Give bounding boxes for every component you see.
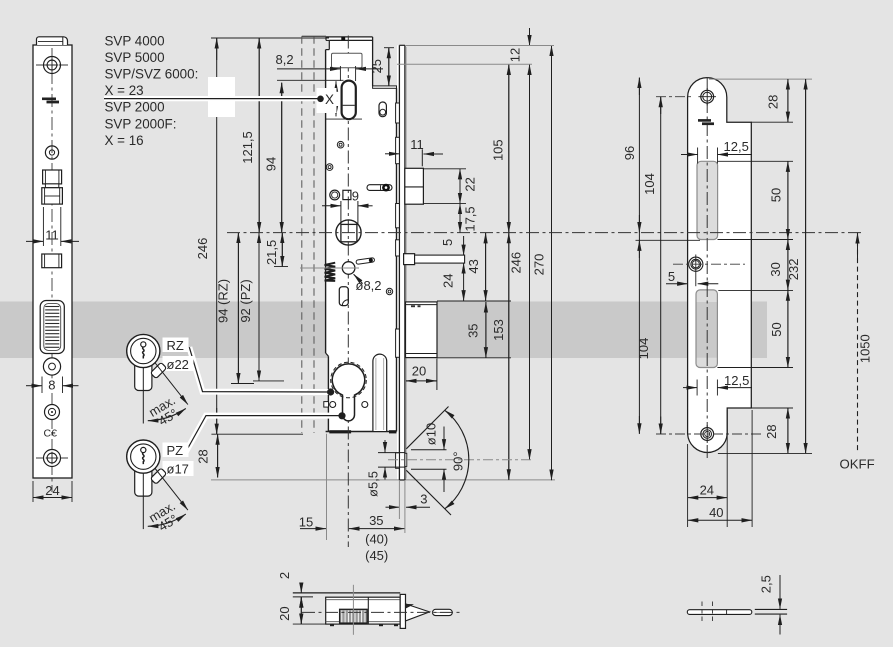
svg-text:270: 270 [532,254,547,276]
svg-text:ø5,5: ø5,5 [365,471,380,497]
svg-text:104: 104 [636,338,651,360]
svg-text:246: 246 [195,238,210,260]
svg-text:8: 8 [48,377,55,392]
svg-text:11: 11 [45,228,59,243]
svg-text:SVP 5000: SVP 5000 [105,50,165,65]
svg-text:9: 9 [352,189,359,204]
svg-text:96: 96 [622,146,637,160]
svg-text:50: 50 [769,322,784,336]
svg-text:2: 2 [277,572,292,579]
svg-text:15: 15 [299,515,313,530]
svg-text:5: 5 [440,239,455,246]
svg-text:30: 30 [768,262,783,276]
svg-text:SVP 2000F:: SVP 2000F: [105,116,177,131]
svg-text:2,5: 2,5 [759,575,774,593]
svg-text:22: 22 [463,177,478,191]
svg-text:ø17: ø17 [167,462,189,477]
svg-text:11: 11 [410,137,424,152]
svg-text:24: 24 [441,274,456,288]
svg-text:90°: 90° [451,451,466,471]
svg-text:246: 246 [508,252,523,274]
svg-text:1050: 1050 [858,334,873,363]
svg-text:28: 28 [196,449,211,463]
svg-text:SVP 4000: SVP 4000 [105,33,165,48]
svg-text:24: 24 [45,483,59,498]
svg-text:SVP 2000: SVP 2000 [105,100,165,115]
svg-text:ø10: ø10 [423,423,438,445]
svg-text:OKFF: OKFF [840,457,875,472]
svg-text:43: 43 [466,259,481,273]
svg-text:X = 23: X = 23 [105,83,144,98]
svg-text:20: 20 [412,363,426,378]
svg-text:17,5: 17,5 [463,206,478,231]
svg-text:35: 35 [369,513,383,528]
svg-text:92 (PZ): 92 (PZ) [238,279,253,322]
svg-text:(40): (40) [365,531,388,546]
svg-text:153: 153 [491,319,506,341]
svg-text:3: 3 [420,492,427,507]
svg-text:C€: C€ [44,428,58,440]
svg-text:X: X [325,92,334,107]
svg-text:24: 24 [700,483,714,498]
svg-text:PZ: PZ [167,443,184,458]
svg-text:94 (RZ): 94 (RZ) [215,279,230,323]
svg-text:121,5: 121,5 [240,131,255,164]
svg-text:ø22: ø22 [167,357,189,372]
svg-text:35: 35 [466,323,481,337]
svg-text:RZ: RZ [167,338,184,353]
svg-text:8,2: 8,2 [276,52,294,67]
svg-text:(45): (45) [365,548,388,563]
svg-text:50: 50 [769,188,784,202]
svg-text:21,5: 21,5 [264,240,279,265]
svg-text:105: 105 [490,139,505,161]
svg-text:12,5: 12,5 [724,139,749,154]
svg-text:28: 28 [764,424,779,438]
svg-text:104: 104 [642,173,657,195]
svg-text:5: 5 [668,269,675,284]
svg-text:X = 16: X = 16 [105,133,144,148]
svg-text:232: 232 [786,259,801,281]
svg-text:SVP/SVZ 6000:: SVP/SVZ 6000: [105,67,199,82]
svg-text:40: 40 [709,505,723,520]
svg-text:12: 12 [508,48,523,62]
svg-text:25: 25 [369,59,384,73]
svg-text:94: 94 [264,157,279,171]
svg-text:28: 28 [766,95,781,109]
svg-text:20: 20 [277,606,292,620]
svg-text:12,5: 12,5 [724,373,749,388]
svg-text:ø8,2: ø8,2 [356,278,382,293]
